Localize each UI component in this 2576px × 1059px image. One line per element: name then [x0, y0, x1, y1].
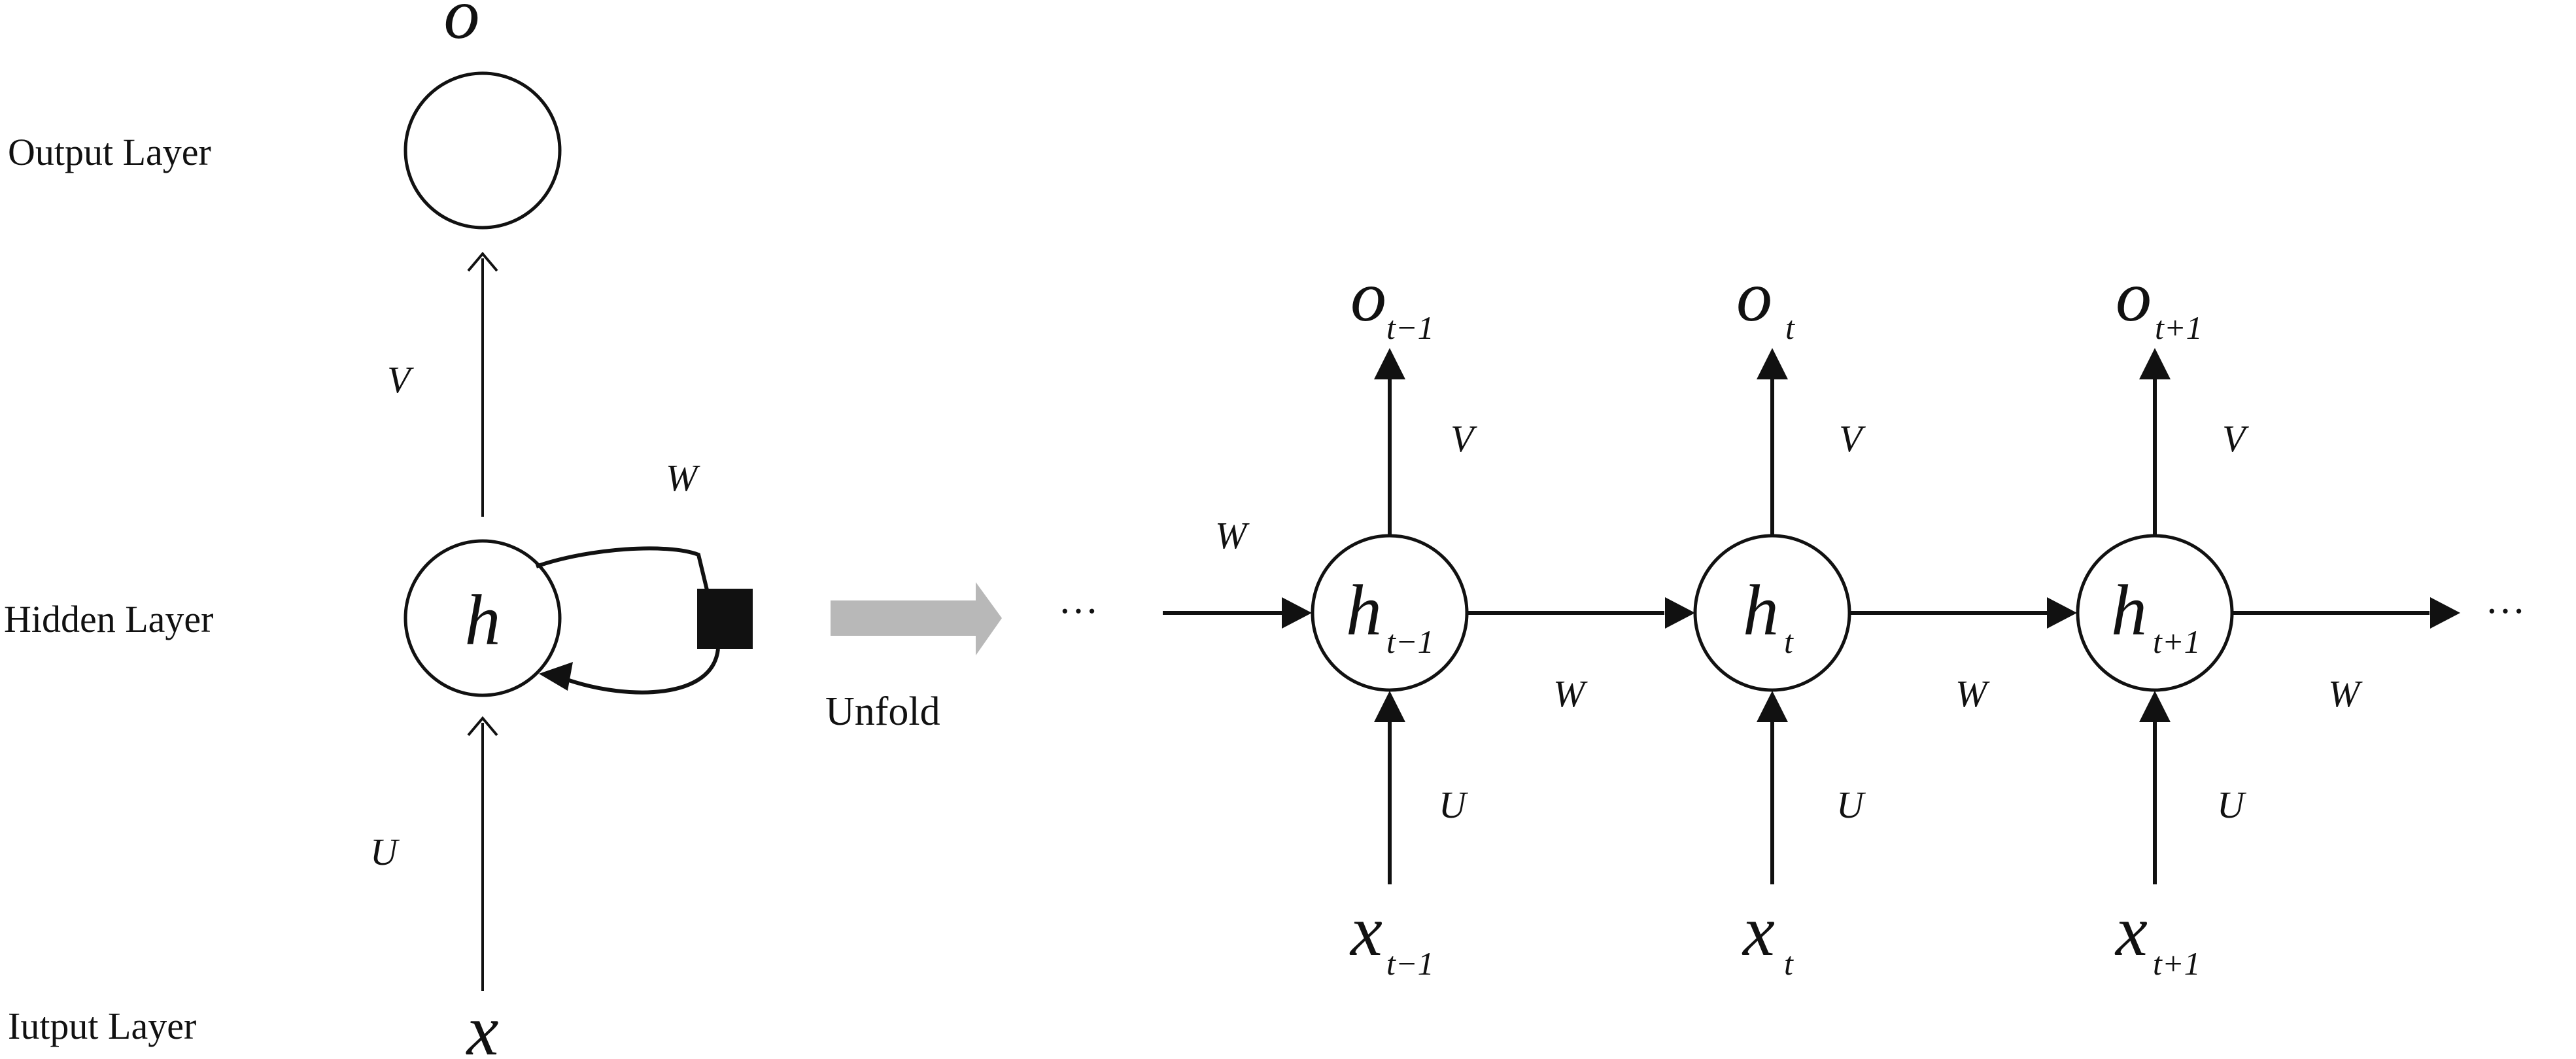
incoming-weight-w: W: [1215, 514, 1250, 557]
step-weight-w: W: [2328, 672, 2363, 715]
unfold-label: Unfold: [825, 689, 940, 734]
step-input-subscript: t+1: [2153, 945, 2201, 982]
recurrent-loop-arrowhead: [539, 662, 573, 691]
delay-unit: [697, 589, 753, 649]
step-u-arrowhead: [1374, 691, 1405, 722]
step-input-symbol: x: [1742, 891, 1775, 971]
step-w-arrowhead: [1665, 597, 1695, 629]
step-input-subscript: t−1: [1386, 945, 1434, 982]
folded-output-node: [404, 71, 562, 230]
step-weight-v: V: [2222, 417, 2250, 460]
step-hidden-node: [2076, 534, 2234, 692]
step-hidden-subscript: t−1: [1386, 623, 1434, 660]
step-hidden-subscript: t: [1784, 623, 1794, 660]
step-hidden-node: [1311, 534, 1469, 692]
step-u-arrowhead: [1757, 691, 1788, 722]
step-weight-u: U: [1439, 784, 1469, 826]
timestep-t-plus-1: o t+1 V h t+1 U x t+1 W: [2076, 256, 2460, 982]
input-layer-label: Iutput Layer: [8, 1005, 196, 1047]
step-weight-w: W: [1955, 672, 1990, 715]
step-weight-v: V: [1839, 417, 1866, 460]
folded-weight-w: W: [666, 457, 700, 499]
folded-weight-v: V: [387, 358, 415, 401]
folded-weight-u: U: [370, 831, 400, 873]
timestep-t: o t V h t U x t W: [1693, 256, 2077, 982]
step-input-symbol: x: [2114, 891, 2148, 971]
folded-hidden-symbol: h: [465, 580, 501, 660]
step-weight-w: W: [1553, 672, 1588, 715]
step-output-symbol: o: [1736, 256, 1772, 336]
step-output-subscript: t−1: [1386, 309, 1434, 346]
step-input-symbol: x: [1349, 891, 1382, 971]
folded-v-arrowhead: [467, 251, 498, 272]
ellipsis-left: ···: [1058, 589, 1099, 634]
recurrent-loop-top: [536, 546, 710, 593]
hidden-layer-label: Hidden Layer: [4, 598, 213, 640]
step-output-subscript: t+1: [2155, 309, 2203, 346]
step-u-arrowhead: [2139, 691, 2171, 722]
step-weight-u: U: [2217, 784, 2247, 826]
step-weight-v: V: [1451, 417, 1478, 460]
incoming-w-arrowhead: [1282, 597, 1312, 629]
recurrent-loop-bottom: [568, 648, 720, 695]
unfold-arrow-icon: [831, 582, 1002, 655]
step-weight-u: U: [1836, 784, 1866, 826]
folded-output-symbol: o: [444, 0, 480, 54]
step-hidden-symbol: h: [1346, 570, 1382, 650]
folded-u-arrowhead: [467, 716, 498, 737]
folded-hidden-node: [404, 539, 562, 697]
step-w-arrowhead: [2430, 597, 2460, 629]
step-hidden-subscript: t+1: [2153, 623, 2201, 660]
folded-input-symbol: x: [466, 990, 499, 1059]
step-v-arrowhead: [1757, 348, 1788, 379]
step-hidden-symbol: h: [2111, 570, 2147, 650]
step-v-arrowhead: [1374, 348, 1405, 379]
timestep-t-minus-1: o t−1 V h t−1 U x t−1 W: [1311, 256, 1695, 982]
step-output-symbol: o: [1350, 256, 1386, 336]
ellipsis-right: ···: [2485, 589, 2526, 634]
step-input-subscript: t: [1784, 945, 1794, 982]
step-w-arrowhead: [2047, 597, 2077, 629]
step-hidden-symbol: h: [1743, 570, 1779, 650]
step-v-arrowhead: [2139, 348, 2171, 379]
output-layer-label: Output Layer: [8, 131, 211, 173]
step-output-symbol: o: [2116, 256, 2152, 336]
step-output-subscript: t: [1785, 309, 1795, 346]
